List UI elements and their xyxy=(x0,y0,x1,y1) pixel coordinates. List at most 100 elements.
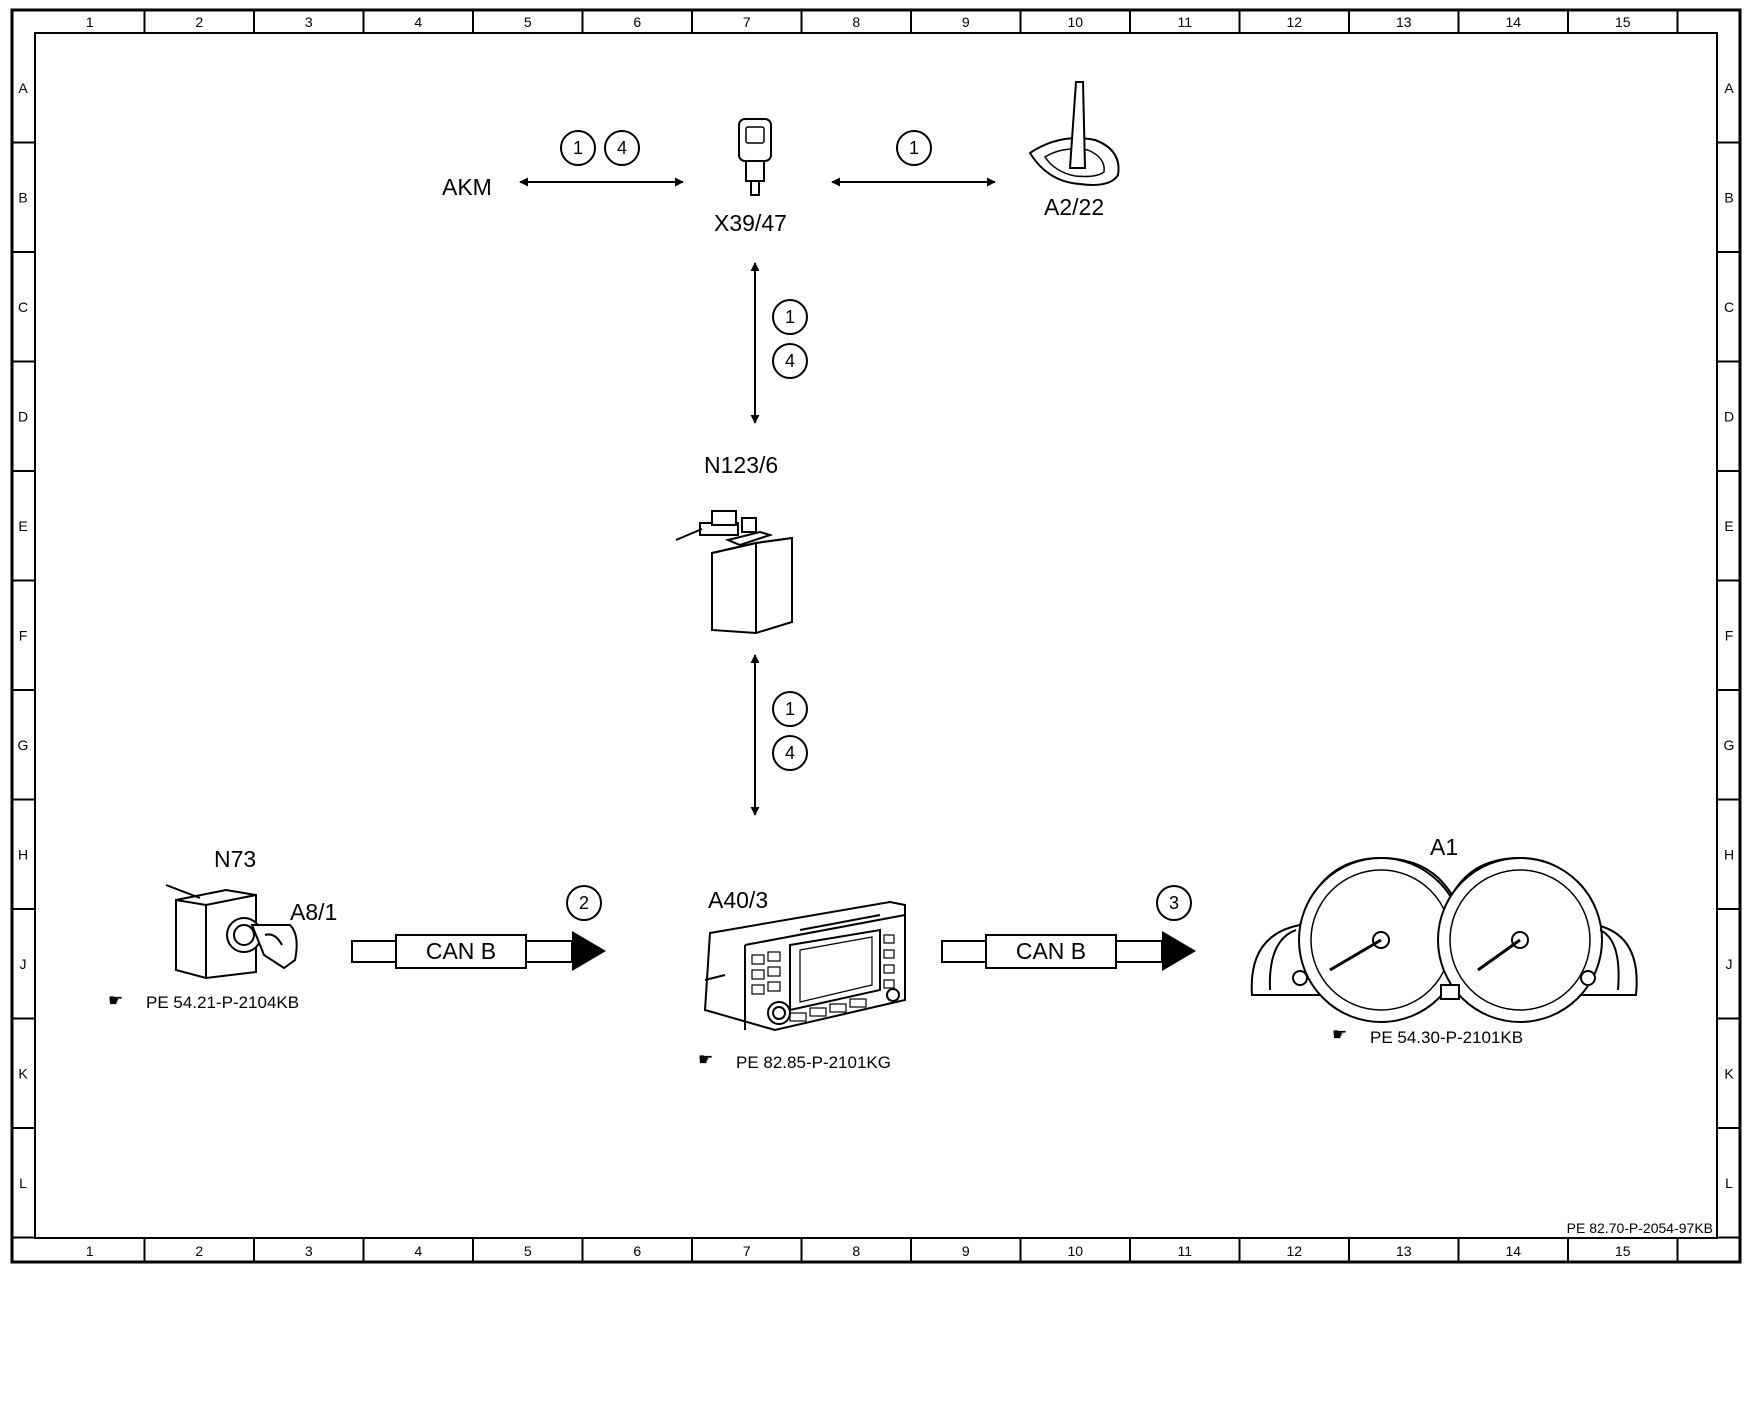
grid-row-labels-left: A B C D E F G H J K L xyxy=(18,80,29,1191)
grid-row-label: C xyxy=(1724,299,1734,315)
head-unit-a40-3-icon xyxy=(703,900,906,1032)
grid-row-label: H xyxy=(1724,846,1734,862)
grid-column-label: 1 xyxy=(86,14,94,30)
reference-a40-3: PE 82.85-P-2101KG xyxy=(736,1053,891,1072)
signal-circle-n123-a40-b xyxy=(772,735,808,771)
antenna-a2-22-icon xyxy=(1028,81,1120,186)
grid-column-label: 10 xyxy=(1067,14,1083,30)
grid-column-label: 11 xyxy=(1177,1243,1192,1259)
signal-circle-x39-a2 xyxy=(896,130,932,166)
can-bus-arrow-left xyxy=(351,931,606,971)
signal-number-a40-a1: 3 xyxy=(1169,893,1179,913)
grid-row-label: J xyxy=(20,956,27,972)
grid-column-label: 1 xyxy=(86,1243,94,1259)
label-a2-22: A2/22 xyxy=(1044,194,1104,220)
grid-row-label: L xyxy=(19,1175,27,1191)
label-n123-6: N123/6 xyxy=(704,452,778,478)
hand-pointer-icon-n73: ☛ xyxy=(108,991,123,1010)
grid-column-label: 2 xyxy=(195,14,203,30)
ignition-switch-n73-icon xyxy=(165,884,298,980)
signal-number-akm-x39-b: 4 xyxy=(617,138,627,158)
grid-column-label: 13 xyxy=(1396,14,1412,30)
grid-column-label: 14 xyxy=(1505,1243,1521,1259)
grid-column-label: 4 xyxy=(414,1243,422,1259)
signal-number-x39-n123-b: 4 xyxy=(785,351,795,371)
grid-row-label: J xyxy=(1726,956,1733,972)
grid-column-label: 3 xyxy=(305,1243,313,1259)
label-a8-1: A8/1 xyxy=(290,899,337,925)
can-b-label-left: CAN B xyxy=(426,938,496,964)
grid-row-label: E xyxy=(1724,518,1733,534)
signal-circle-a40-a1 xyxy=(1156,885,1192,921)
signal-number-n123-a40-b: 4 xyxy=(785,743,795,763)
grid-row-label: K xyxy=(1724,1065,1734,1081)
grid-column-label: 12 xyxy=(1286,1243,1302,1259)
label-akm: AKM xyxy=(442,174,492,200)
grid-column-label: 10 xyxy=(1067,1243,1083,1259)
connector-x39-47-icon xyxy=(738,118,772,196)
grid-column-label: 8 xyxy=(852,1243,860,1259)
grid-row-label: K xyxy=(18,1065,28,1081)
label-a1: A1 xyxy=(1430,834,1458,860)
grid-column-label: 13 xyxy=(1396,1243,1412,1259)
grid-column-label: 9 xyxy=(962,1243,970,1259)
signal-circle-n123-a40-a xyxy=(772,691,808,727)
signal-number-x39-n123-a: 1 xyxy=(785,307,795,327)
reference-n73: PE 54.21-P-2104KB xyxy=(146,993,299,1012)
can-bus-arrow-right xyxy=(941,931,1196,971)
reference-a1: PE 54.30-P-2101KB xyxy=(1370,1028,1523,1047)
can-b-label-right: CAN B xyxy=(1016,938,1086,964)
grid-row-label: L xyxy=(1725,1175,1733,1191)
grid-column-label: 8 xyxy=(852,14,860,30)
grid-column-label: 4 xyxy=(414,14,422,30)
signal-circle-n73-a40 xyxy=(566,885,602,921)
instrument-cluster-a1-icon xyxy=(1250,856,1638,1023)
grid-row-label: G xyxy=(18,737,29,753)
signal-circle-x39-n123-a xyxy=(772,299,808,335)
hand-pointer-icon-a1: ☛ xyxy=(1332,1025,1347,1044)
grid-row-label: F xyxy=(1725,627,1734,643)
grid-column-label: 11 xyxy=(1177,14,1192,30)
grid-row-label: A xyxy=(1724,80,1734,96)
grid-ticks xyxy=(12,10,1740,1262)
module-n123-6-icon xyxy=(675,510,793,635)
grid-column-label: 14 xyxy=(1505,14,1521,30)
grid-row-label: B xyxy=(1724,189,1733,205)
signal-circle-x39-n123-b xyxy=(772,343,808,379)
grid-column-label: 7 xyxy=(743,14,751,30)
grid-row-label: H xyxy=(18,846,28,862)
grid-row-label: F xyxy=(19,627,28,643)
grid-row-label: B xyxy=(18,189,27,205)
label-x39-47: X39/47 xyxy=(714,210,787,236)
signal-number-n123-a40-a: 1 xyxy=(785,699,795,719)
grid-column-label: 15 xyxy=(1615,14,1631,30)
grid-column-label: 5 xyxy=(524,1243,532,1259)
grid-column-label: 7 xyxy=(743,1243,751,1259)
signal-circle-akm-x39-a xyxy=(560,130,596,166)
grid-row-label: G xyxy=(1724,737,1735,753)
grid-column-label: 6 xyxy=(633,14,641,30)
document-id: PE 82.70-P-2054-97KB xyxy=(1567,1220,1713,1236)
grid-row-label: E xyxy=(18,518,27,534)
grid-row-label: C xyxy=(18,299,28,315)
grid-column-label: 9 xyxy=(962,14,970,30)
grid-column-label: 3 xyxy=(305,14,313,30)
grid-column-label: 6 xyxy=(633,1243,641,1259)
signal-number-akm-x39-a: 1 xyxy=(573,138,583,158)
grid-column-label: 2 xyxy=(195,1243,203,1259)
signal-circle-akm-x39-b xyxy=(604,130,640,166)
grid-column-label: 5 xyxy=(524,14,532,30)
hand-pointer-icon-a40: ☛ xyxy=(698,1050,713,1069)
grid-column-label: 15 xyxy=(1615,1243,1631,1259)
grid-row-label: D xyxy=(18,408,28,424)
outer-frame xyxy=(10,8,1742,1264)
signal-number-n73-a40: 2 xyxy=(579,893,589,913)
label-a40-3: A40/3 xyxy=(708,887,768,913)
grid-row-label: D xyxy=(1724,408,1734,424)
label-n73: N73 xyxy=(214,846,256,872)
signal-number-x39-a2: 1 xyxy=(909,138,919,158)
grid-row-label: A xyxy=(18,80,28,96)
